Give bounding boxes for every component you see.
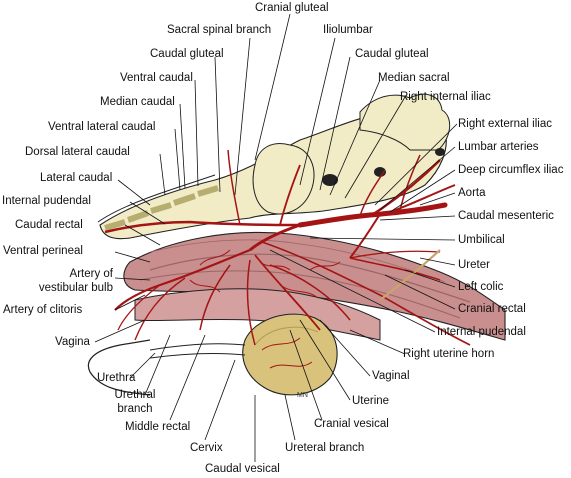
label-artery-of-vestibular-bulb-2: vestibular bulb	[38, 282, 113, 294]
deep-circumflex-artery	[389, 184, 456, 213]
label-artery-of-clitoris: Artery of clitoris	[3, 304, 83, 316]
label-internal-pudendal-left: Internal pudendal	[2, 195, 91, 207]
tail-outline	[97, 174, 216, 223]
rectum-colon	[123, 231, 506, 341]
label-urethral-branch-1: Urethral	[114, 389, 156, 401]
lumbar-artery-1	[359, 169, 386, 217]
vertebral-foramen-3	[435, 148, 445, 156]
artist-signature: MN	[297, 392, 308, 399]
caudal-gluteal-artery	[227, 149, 241, 226]
label-ventral-caudal: Ventral caudal	[120, 72, 193, 84]
gluteal-artery	[279, 164, 301, 226]
label-middle-rectal: Middle rectal	[125, 421, 191, 433]
label-left-colic: Left colic	[458, 281, 504, 293]
label-median-caudal: Median caudal	[100, 96, 175, 108]
rectal-branches	[189, 249, 341, 299]
label-ventral-perineal: Ventral perineal	[3, 245, 83, 257]
label-deep-circumflex-iliac: Deep circumflex iliac	[458, 164, 564, 176]
rectum-fold-1	[149, 253, 471, 303]
label-right-external-iliac: Right external iliac	[458, 118, 552, 130]
label-caudal-rectal: Caudal rectal	[15, 219, 83, 231]
label-right-internal-iliac: Right internal iliac	[400, 91, 491, 103]
body-outline	[87, 339, 151, 396]
vesical-artery	[246, 259, 256, 346]
cranial-rectal-artery	[349, 257, 441, 281]
label-lumbar-arteries: Lumbar arteries	[458, 141, 539, 153]
label-ventral-lateral-caudal: Ventral lateral caudal	[48, 121, 156, 133]
external-iliac-artery	[371, 159, 441, 217]
median-caudal-artery	[104, 220, 301, 234]
lumbar-vertebra	[359, 93, 451, 151]
label-cranial-gluteal: Cranial gluteal	[255, 2, 329, 14]
label-cranial-vesical: Cranial vesical	[314, 418, 389, 430]
label-caudal-gluteal-right: Caudal gluteal	[355, 48, 429, 60]
vertebral-foramen-1	[322, 174, 338, 186]
label-vagina: Vagina	[55, 336, 90, 348]
ilium-wing	[252, 143, 315, 215]
label-iliolumbar: Iliolumbar	[323, 24, 373, 36]
label-ureter: Ureter	[458, 259, 490, 271]
label-ureteral-branch: Ureteral branch	[285, 442, 365, 454]
aorta-artery	[297, 202, 448, 228]
internal-pudendal-artery	[114, 248, 251, 311]
ureter	[379, 249, 441, 301]
label-urethral-branch-2: branch	[117, 403, 153, 415]
label-cervix: Cervix	[190, 442, 223, 454]
clitoral-artery	[117, 284, 161, 331]
label-aorta: Aorta	[458, 187, 486, 199]
label-urethra: Urethra	[97, 372, 136, 384]
umbilical-artery	[261, 241, 471, 346]
ventral-perineal-artery	[134, 277, 186, 341]
label-internal-pudendal-right: Internal pudendal	[437, 326, 526, 338]
bladder-shade	[254, 326, 319, 346]
label-caudal-gluteal-left: Caudal gluteal	[150, 48, 224, 60]
label-uterine: Uterine	[352, 395, 390, 407]
label-dorsal-lateral-caudal: Dorsal lateral caudal	[25, 146, 130, 158]
label-cranial-rectal: Cranial rectal	[458, 303, 526, 315]
label-umbilical: Umbilical	[458, 234, 505, 246]
label-artery-of-vestibular-bulb-1: Artery of	[69, 268, 113, 280]
label-vaginal: Vaginal	[372, 370, 410, 382]
leader-lines	[94, 13, 458, 462]
label-sacral-spinal-branch: Sacral spinal branch	[167, 24, 272, 36]
label-lateral-caudal: Lateral caudal	[40, 172, 113, 184]
vertebral-foramen-2	[374, 167, 386, 177]
label-caudal-vesical: Caudal vesical	[205, 463, 280, 475]
internal-iliac-artery	[249, 223, 301, 252]
rectum-fold-3	[149, 239, 446, 283]
uterine-artery	[269, 264, 351, 321]
caudal-mesenteric-artery	[349, 213, 381, 259]
left-colic-artery	[349, 250, 441, 259]
tail-vertebrae	[104, 185, 219, 231]
bladder	[242, 313, 338, 396]
label-median-sacral: Median sacral	[378, 72, 450, 84]
urethra	[149, 343, 246, 351]
label-caudal-mesenteric: Caudal mesenteric	[458, 210, 554, 222]
middle-rectal-artery	[199, 264, 231, 331]
rectum-fold-2	[139, 270, 461, 319]
bladder-branches	[261, 337, 313, 369]
label-right-uterine-horn: Right uterine horn	[403, 348, 495, 360]
